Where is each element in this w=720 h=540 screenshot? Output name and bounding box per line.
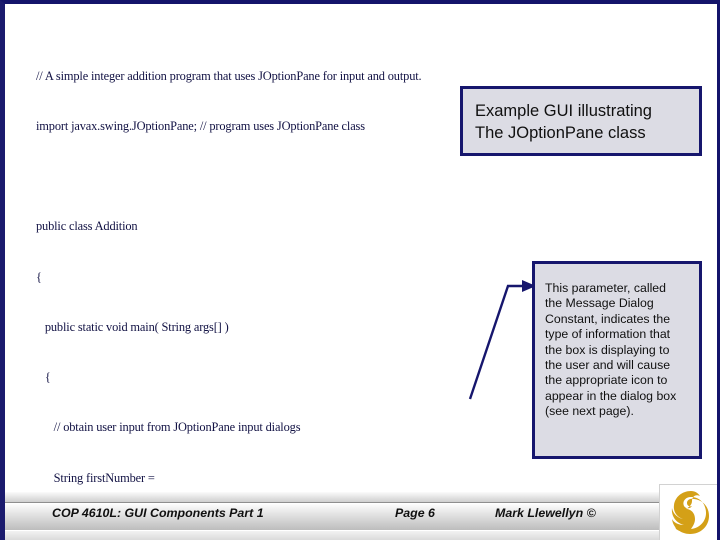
- code-line-blank: [36, 168, 506, 185]
- callout-note-line: type of information that: [545, 327, 671, 342]
- callout-note-line: the box is displaying to: [545, 342, 670, 357]
- code-line: public class Addition: [36, 219, 138, 234]
- callout-title-line: The JOptionPane class: [475, 124, 646, 142]
- callout-title-line: Example GUI illustrating: [475, 102, 652, 120]
- code-line: {: [36, 370, 51, 384]
- code-line: {: [36, 269, 42, 284]
- code-listing: // A simple integer addition program tha…: [36, 34, 506, 540]
- code-line: public static void main( String args[] ): [36, 319, 229, 334]
- callout-note-line: (see next page).: [545, 404, 634, 419]
- code-line: // obtain user input from JOptionPane in…: [36, 420, 301, 435]
- callout-note-line: the Message Dialog: [545, 296, 654, 311]
- footer-author-label: Mark Llewellyn ©: [495, 506, 596, 520]
- ucf-pegasus-logo-icon: [659, 484, 717, 540]
- slide-footer: COP 4610L: GUI Components Part 1 Page 6 …: [5, 492, 717, 540]
- code-line: // A simple integer addition program tha…: [36, 68, 422, 83]
- callout-note-line: Constant, indicates the: [545, 311, 671, 326]
- code-line: import javax.swing.JOptionPane; // progr…: [36, 118, 365, 133]
- callout-note-line: the appropriate icon to: [545, 373, 668, 388]
- callout-note-line: the user and will cause: [545, 358, 671, 373]
- callout-note-box: This parameter, called the Message Dialo…: [532, 261, 702, 459]
- callout-note-line: This parameter, called: [545, 281, 666, 295]
- footer-bar-top: [5, 492, 717, 503]
- footer-page-number: Page 6: [395, 506, 435, 520]
- callout-note-line: appear in the dialog box: [545, 388, 677, 403]
- footer-bar-bottom: [5, 530, 717, 540]
- code-line: String firstNumber =: [36, 470, 155, 485]
- callout-title-box: Example GUI illustrating The JOptionPane…: [460, 86, 702, 156]
- footer-course-label: COP 4610L: GUI Components Part 1: [52, 506, 264, 520]
